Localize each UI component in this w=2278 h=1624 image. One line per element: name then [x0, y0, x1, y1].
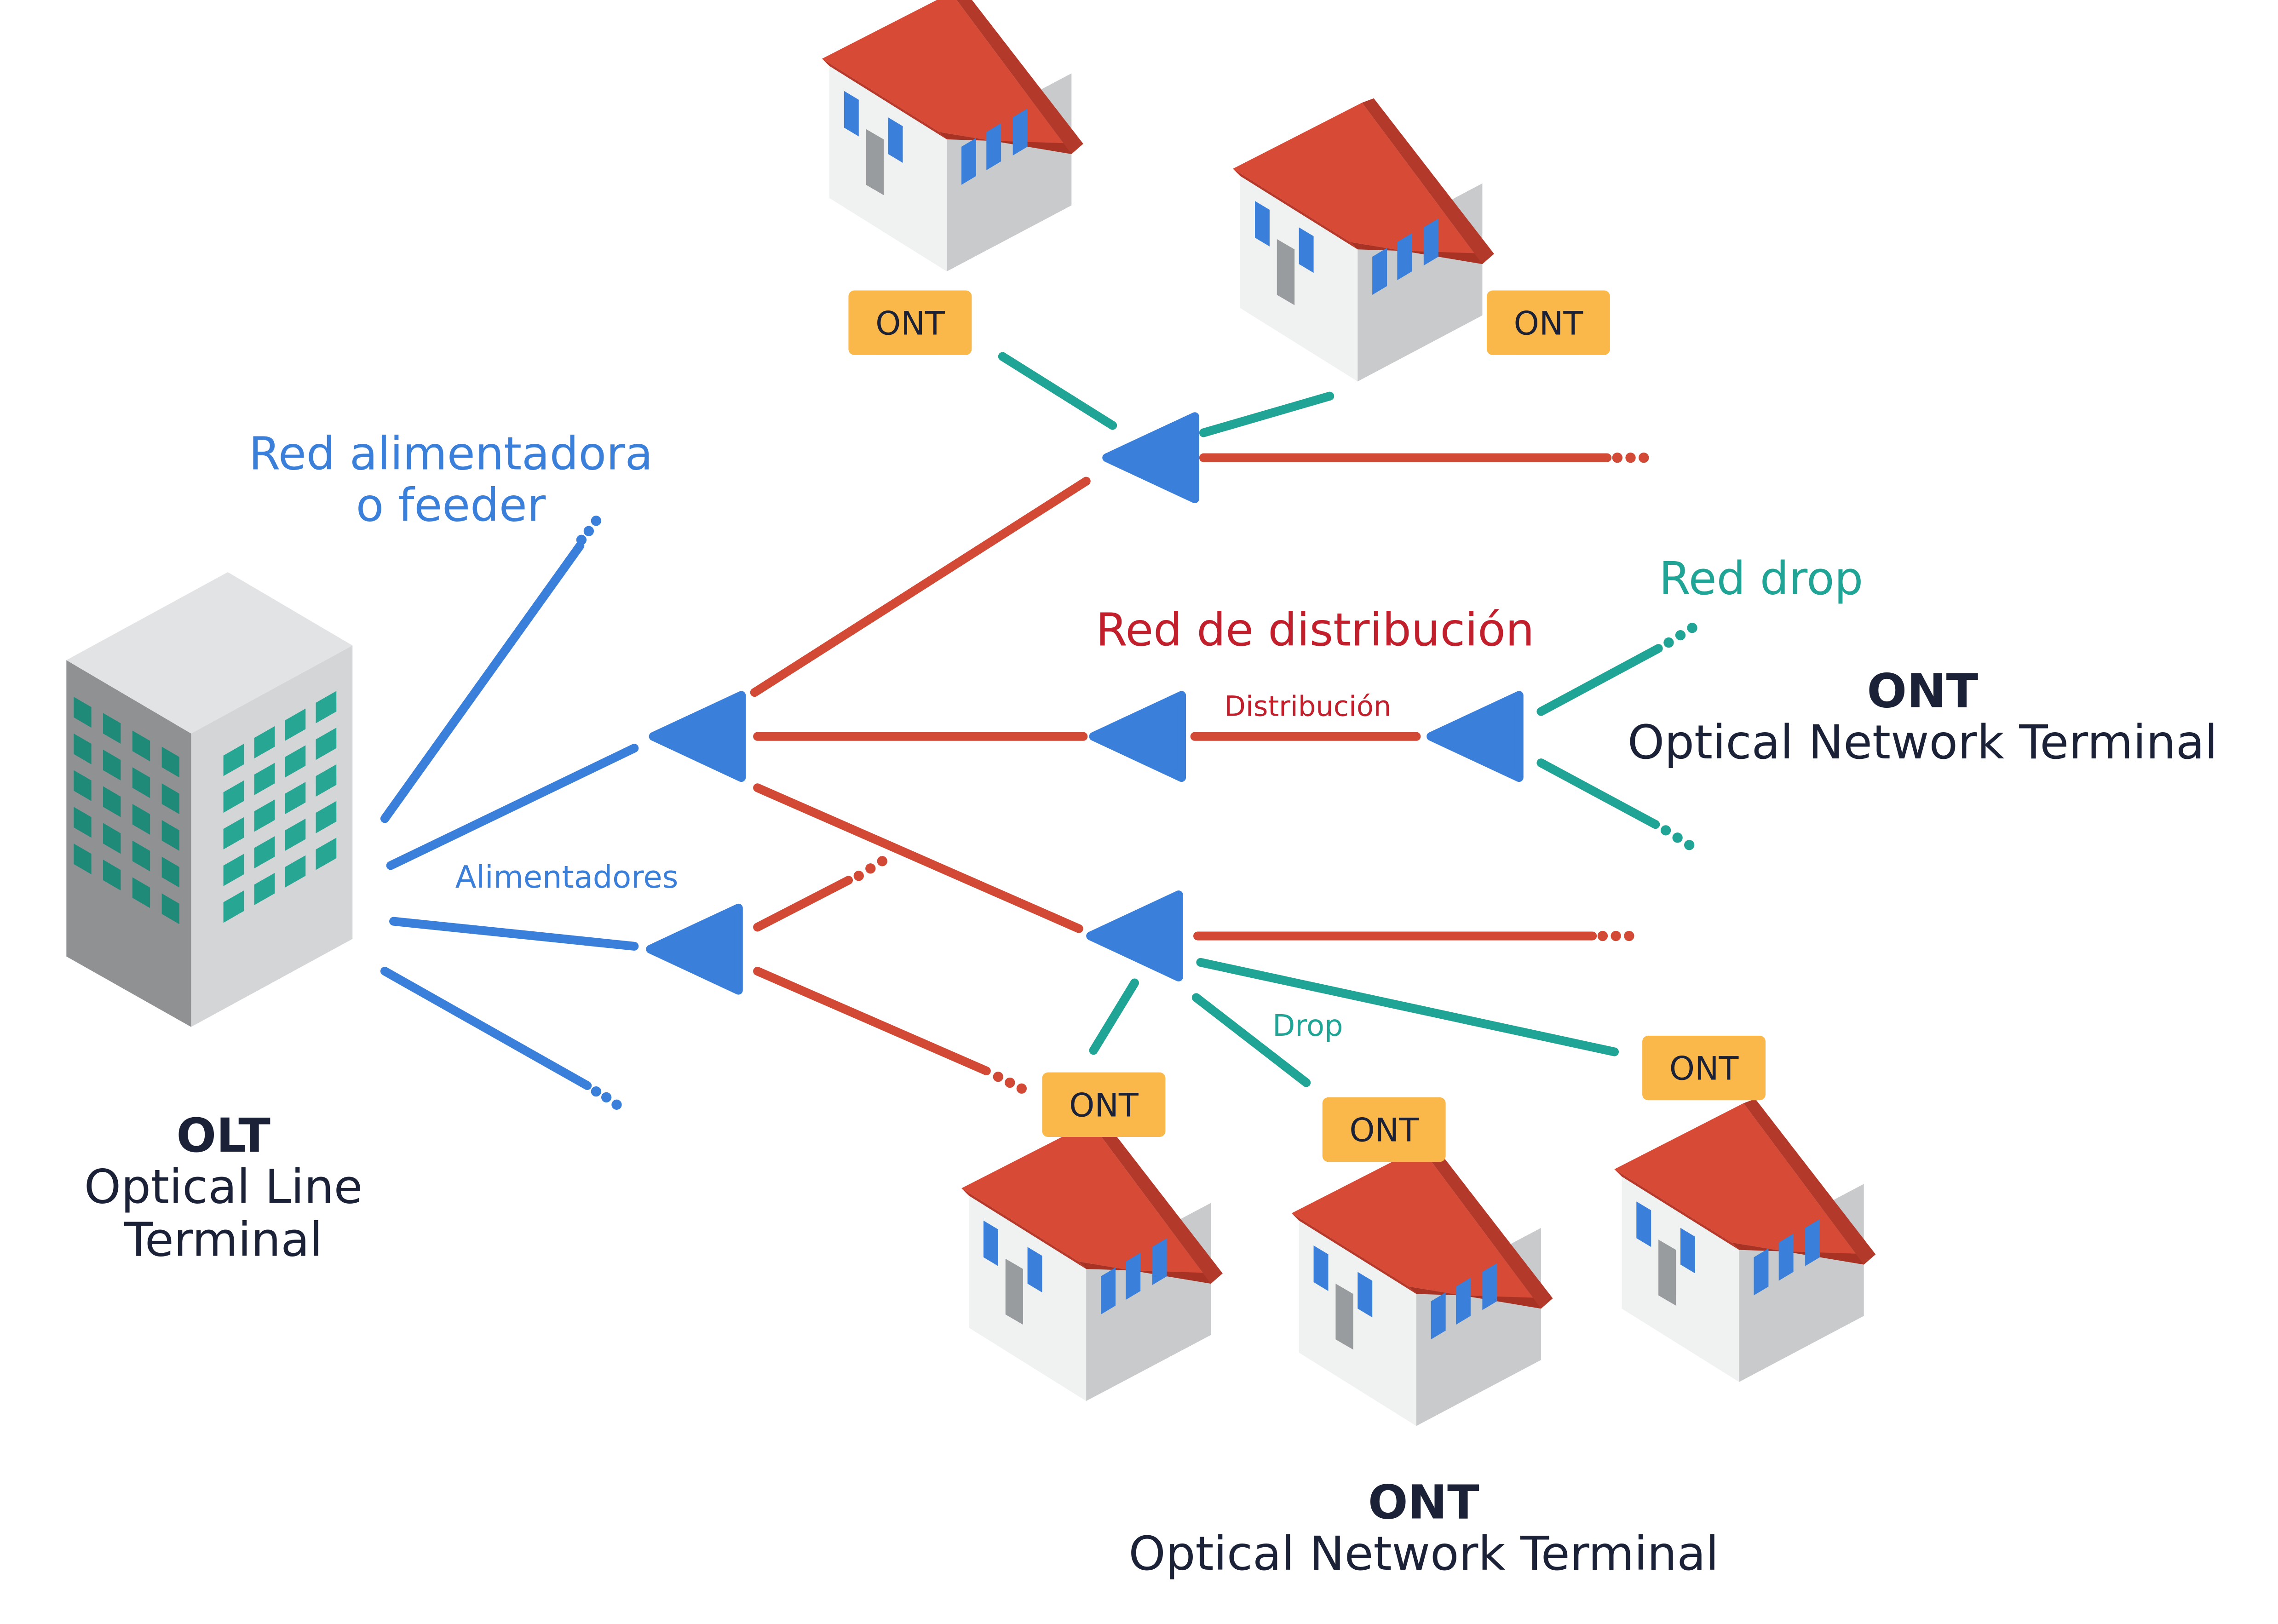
splitter-top-icon	[1107, 417, 1195, 499]
distribution-dots	[853, 453, 1649, 1094]
alimentadores-label: Alimentadores	[455, 859, 679, 895]
ont-badge: ONT	[1042, 1072, 1166, 1137]
house-icon	[1614, 1099, 1876, 1382]
red-drop-label: Red drop	[1659, 552, 1864, 605]
olt-subtitle-1: Optical Line	[84, 1160, 363, 1215]
svg-text:ONT: ONT	[1069, 1086, 1139, 1124]
ont-badge: ONT	[1486, 290, 1610, 355]
drop-dots	[1660, 623, 1697, 850]
splitter-middle-icon	[1093, 695, 1181, 778]
ont-bottom-subtitle: Optical Network Terminal	[1128, 1526, 1719, 1581]
splitter-lower-icon	[1091, 895, 1179, 977]
svg-text:ONT: ONT	[1669, 1050, 1739, 1088]
red-alimentadora-label: Red alimentadora	[249, 428, 653, 481]
svg-text:ONT: ONT	[1349, 1112, 1419, 1149]
drop-label: Drop	[1272, 1009, 1343, 1043]
ont-right-title: ONT	[1867, 664, 1978, 718]
house-icon	[822, 0, 1083, 272]
ont-badge: ONT	[1642, 1035, 1766, 1101]
feeder-lines	[380, 541, 639, 1090]
olt-subtitle-2: Terminal	[124, 1212, 322, 1267]
drop-lines	[998, 352, 1663, 1087]
ont-badge: ONT	[848, 290, 972, 355]
red-distribucion-label: Red de distribución	[1096, 603, 1534, 656]
splitter-right-icon	[1431, 695, 1519, 778]
svg-text:ONT: ONT	[875, 304, 945, 342]
olt-title: OLT	[176, 1108, 270, 1163]
feeder-dots	[576, 516, 622, 1110]
red-alimentadora-label-2: o feeder	[356, 479, 546, 532]
splitter-bottom-left-icon	[650, 908, 738, 990]
splitter-main-icon	[653, 695, 741, 778]
house-icon	[961, 1118, 1223, 1401]
house-icon	[1291, 1142, 1553, 1426]
ont-bottom-title: ONT	[1368, 1475, 1479, 1530]
distribucion-label: Distribución	[1224, 691, 1391, 723]
house-icon	[1233, 98, 1494, 382]
ont-right-subtitle: Optical Network Terminal	[1628, 715, 2218, 770]
distribution-lines	[750, 453, 1612, 1076]
svg-text:ONT: ONT	[1514, 304, 1584, 342]
olt-building-icon	[66, 572, 353, 1027]
ont-badge: ONT	[1322, 1097, 1446, 1162]
